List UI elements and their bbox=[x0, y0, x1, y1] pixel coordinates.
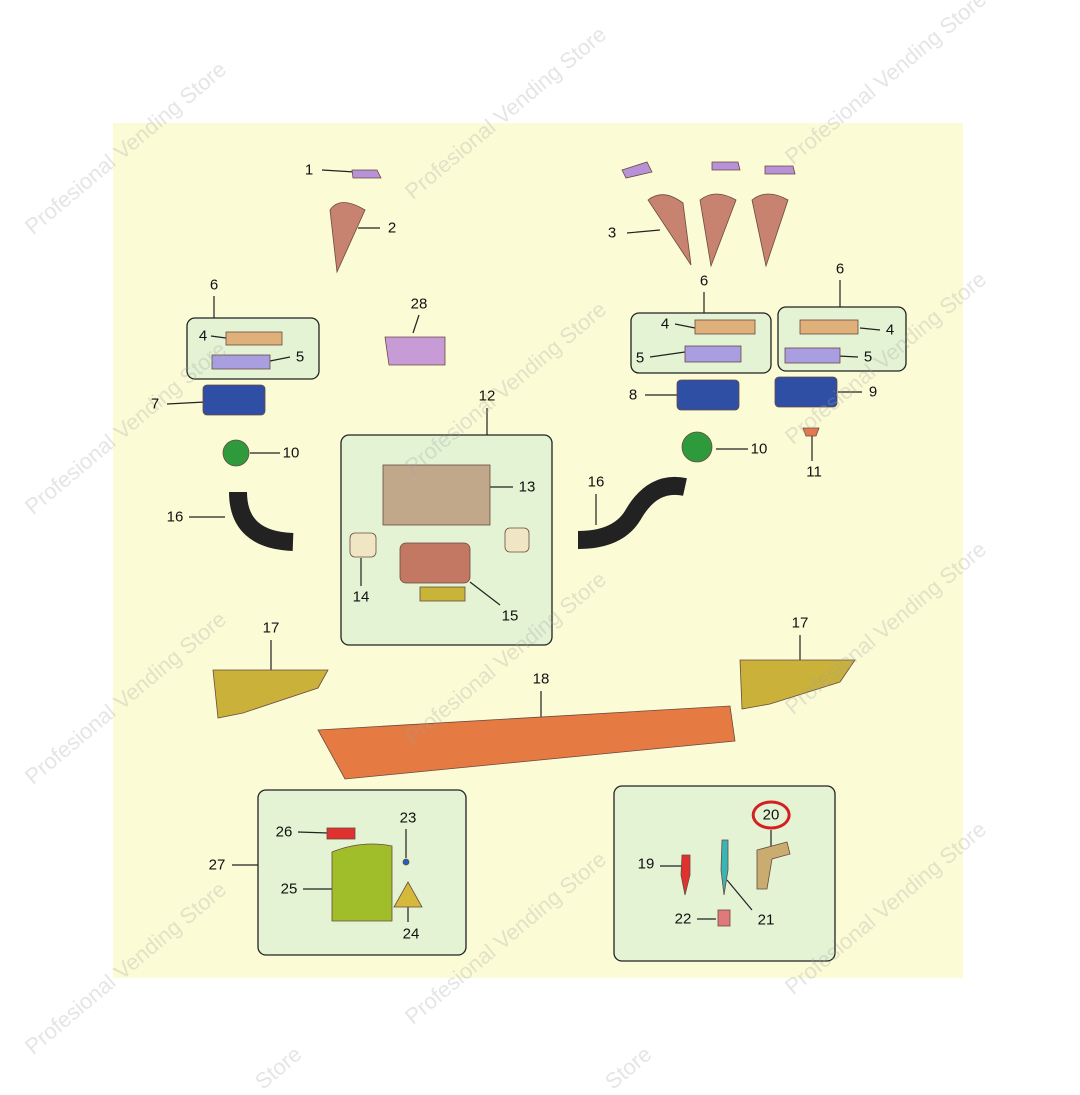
label-6: 6 bbox=[209, 276, 219, 294]
label-4: 4 bbox=[198, 327, 208, 345]
label-4: 4 bbox=[660, 315, 670, 333]
part-26-cap bbox=[326, 827, 356, 840]
label-10: 10 bbox=[750, 440, 768, 458]
label-24: 24 bbox=[402, 925, 420, 943]
label-28: 28 bbox=[410, 295, 428, 313]
part-3-cone bbox=[647, 194, 692, 266]
label-14: 14 bbox=[352, 588, 370, 606]
label-2: 2 bbox=[387, 219, 397, 237]
label-15: 15 bbox=[501, 607, 519, 625]
label-13: 13 bbox=[518, 478, 536, 496]
part-23-screw bbox=[402, 858, 410, 866]
label-27: 27 bbox=[208, 856, 226, 874]
part-4-block bbox=[225, 331, 283, 346]
label-3: 3 bbox=[607, 224, 617, 242]
label-8: 8 bbox=[628, 386, 638, 404]
label-9: 9 bbox=[868, 383, 878, 401]
label-11: 11 bbox=[806, 463, 822, 481]
part-15-clamp bbox=[399, 542, 471, 584]
part-17-tray-left bbox=[212, 669, 329, 719]
label-6: 6 bbox=[699, 272, 709, 290]
label-12: 12 bbox=[478, 387, 496, 405]
label-5: 5 bbox=[863, 348, 873, 366]
label-25: 25 bbox=[280, 880, 298, 898]
part-28-cup bbox=[384, 336, 446, 366]
part-9-motor bbox=[774, 376, 838, 408]
label-22: 22 bbox=[674, 910, 692, 928]
part-1-lid bbox=[351, 169, 382, 179]
label-18: 18 bbox=[532, 670, 550, 688]
part-16-hose bbox=[229, 491, 294, 551]
label-17: 17 bbox=[262, 619, 280, 637]
label-17: 17 bbox=[791, 614, 809, 632]
part-14-bushing bbox=[349, 532, 377, 558]
label-21: 21 bbox=[757, 911, 775, 929]
label-6: 6 bbox=[835, 260, 845, 278]
label-16: 16 bbox=[166, 508, 184, 526]
label-1: 1 bbox=[304, 161, 314, 179]
label-19: 19 bbox=[637, 855, 655, 873]
part-8-motor bbox=[676, 379, 740, 411]
label-4: 4 bbox=[885, 321, 895, 339]
label-10: 10 bbox=[282, 444, 300, 462]
part-10-gear bbox=[222, 439, 250, 467]
part-2-cone bbox=[329, 202, 366, 274]
label-16: 16 bbox=[587, 473, 605, 491]
part-18-drip-tray bbox=[317, 705, 736, 780]
part-17-tray-right bbox=[739, 659, 856, 710]
label-23: 23 bbox=[399, 809, 417, 827]
part-10-gear-right bbox=[681, 431, 713, 463]
part-11-nut bbox=[802, 427, 820, 437]
part-19-needle bbox=[680, 854, 691, 896]
label-26: 26 bbox=[275, 823, 293, 841]
part-13-bracket bbox=[382, 464, 491, 526]
label-20-highlighted: 20 bbox=[751, 800, 791, 830]
part-25-cover bbox=[331, 843, 393, 922]
label-5: 5 bbox=[635, 349, 645, 367]
part-24-warning bbox=[393, 881, 423, 908]
part-5-block bbox=[211, 354, 271, 370]
label-5: 5 bbox=[295, 348, 305, 366]
part-7-motor bbox=[202, 384, 266, 416]
part-16-hose-right bbox=[577, 476, 687, 549]
part-22-clip bbox=[717, 909, 731, 927]
part-21-needle bbox=[720, 839, 729, 896]
label-7: 7 bbox=[150, 395, 160, 413]
part-20-elbow bbox=[756, 841, 791, 890]
